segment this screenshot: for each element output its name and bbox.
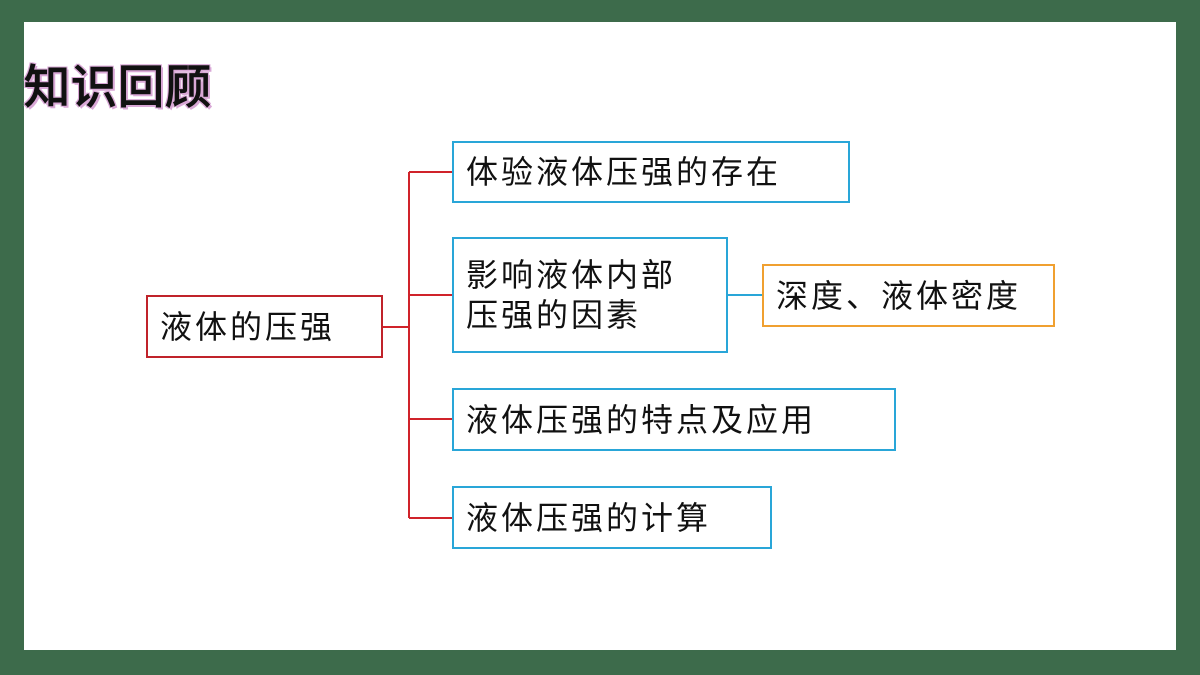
- top-frame-band: [0, 0, 1200, 22]
- root-node: 液体的压强: [146, 295, 383, 358]
- detail-node-factors: 深度、液体密度: [762, 264, 1055, 327]
- slide-heading: 知识回顾: [24, 60, 212, 114]
- branch-node-calculation: 液体压强的计算: [452, 486, 772, 549]
- branch-node-factors: 影响液体内部 压强的因素: [452, 237, 728, 353]
- branch-node-features: 液体压强的特点及应用: [452, 388, 896, 451]
- bottom-frame-band: [0, 651, 1200, 675]
- branch-node-existence: 体验液体压强的存在: [452, 141, 850, 203]
